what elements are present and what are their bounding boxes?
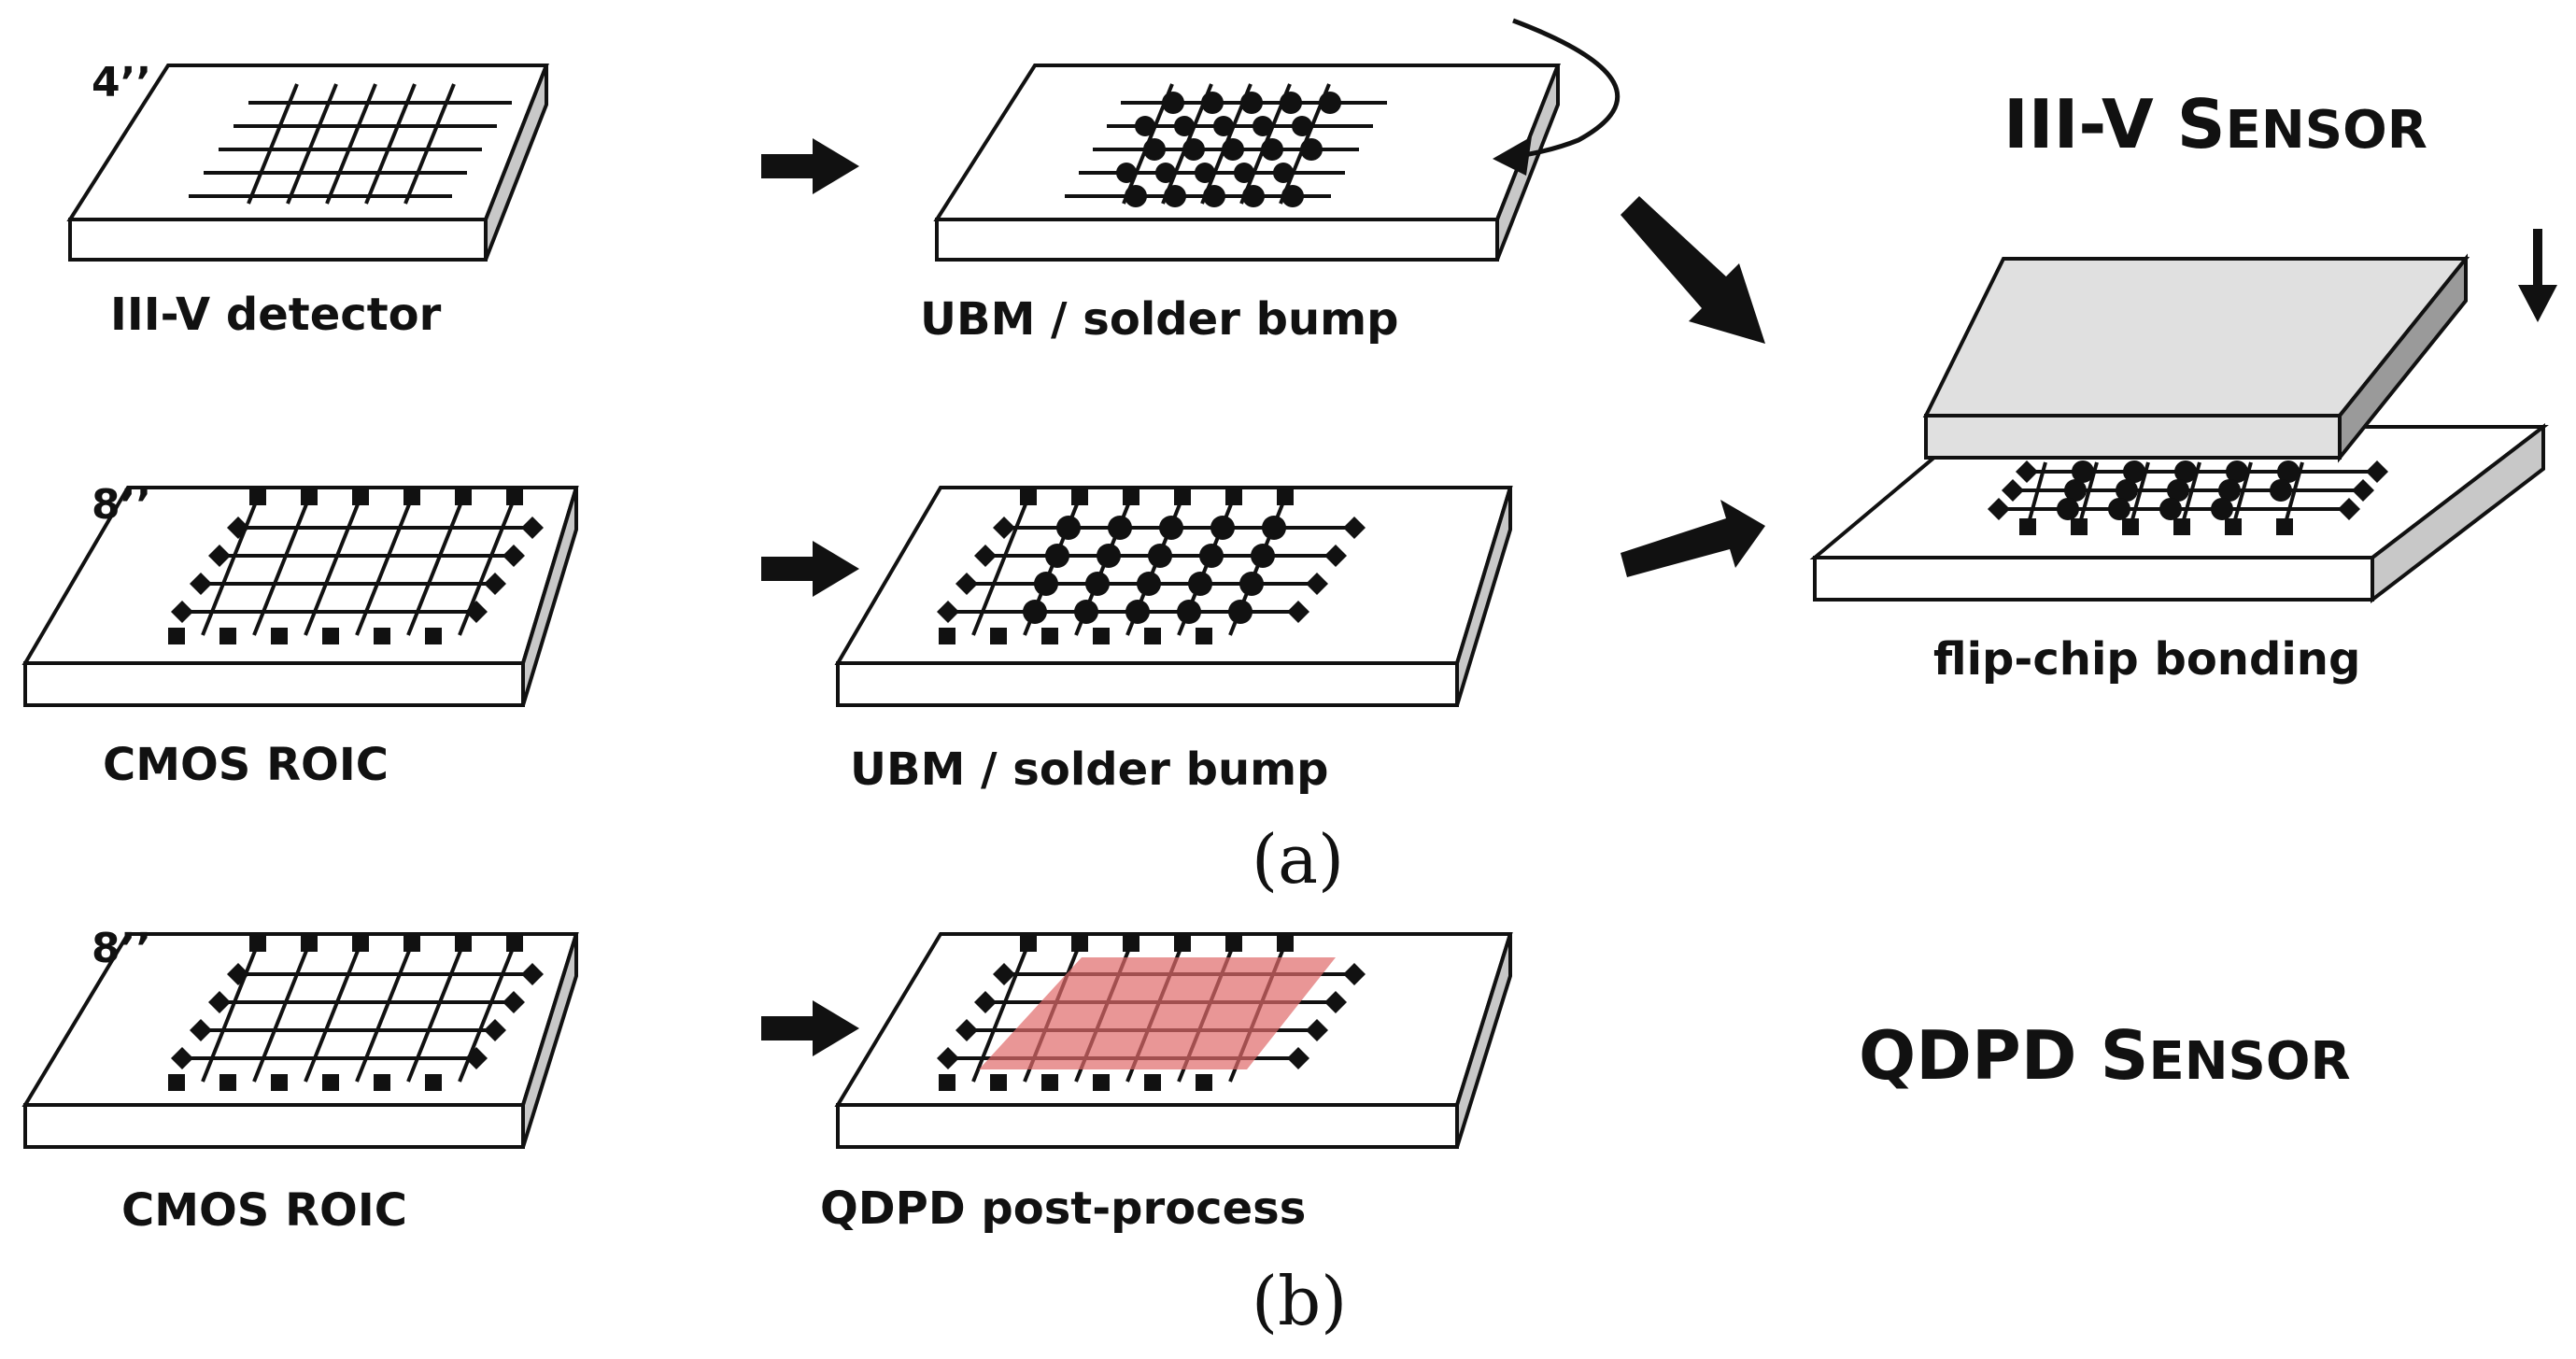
step-label: CMOS ROIC <box>121 1184 407 1237</box>
step-label: CMOS ROIC <box>103 739 389 791</box>
wafer-qdpd <box>834 932 1513 1149</box>
step-label: flip-chip bonding <box>1933 633 2360 686</box>
step-label: UBM / solder bump <box>920 293 1398 346</box>
title-qdpd-sensor: QDPD SENSOR <box>1859 1016 2351 1095</box>
wafer-grid <box>189 83 512 205</box>
qdpd-film <box>979 957 1336 1069</box>
title-rest: ENSOR <box>2148 1031 2350 1092</box>
title-iii-v-sensor: III-V SENSOR <box>2003 85 2427 163</box>
roic-pads <box>168 488 544 644</box>
wafer-size-label: 8’’ <box>92 481 151 529</box>
arrow-right-icon <box>761 1000 859 1056</box>
title-rest: ENSOR <box>2226 100 2427 161</box>
wafer-size-label: 8’’ <box>92 925 151 972</box>
solder-bumps <box>1116 92 1341 207</box>
chip-front <box>1924 414 2342 460</box>
wafer-front <box>836 1103 1459 1149</box>
roic-pads <box>1988 460 2388 535</box>
wafer-iii-v-bumped <box>933 64 1561 262</box>
roic-pads <box>937 488 1366 644</box>
wafer-front <box>836 661 1459 707</box>
wafer-cmos-roic <box>21 486 579 707</box>
wafer-cmos-roic-b <box>21 932 579 1149</box>
step-label: UBM / solder bump <box>850 743 1328 796</box>
part-label-a: (a) <box>1252 820 1344 899</box>
title-lead: III-V S <box>2003 85 2226 163</box>
solder-bumps <box>1023 516 1286 624</box>
step-label: QDPD post-process <box>820 1182 1306 1235</box>
arrow-right-icon <box>761 541 859 597</box>
wafer-front <box>68 218 488 262</box>
step-label: III-V detector <box>110 289 442 341</box>
roic-pads <box>168 935 544 1091</box>
roic-grid <box>182 499 532 636</box>
arrow-down-icon <box>2518 229 2557 322</box>
flip-arrowhead <box>1493 136 1532 176</box>
wafer-front <box>1813 556 2374 602</box>
wafer-front <box>935 218 1499 262</box>
solder-bumps <box>2057 460 2300 520</box>
flip-chip-assembly <box>1809 253 2549 604</box>
flip-arrow-icon <box>1512 18 1621 160</box>
arrow-down-right-icon <box>1621 196 1765 344</box>
wafer-front <box>23 661 525 707</box>
wafer-front <box>23 1103 525 1149</box>
wafer-size-label: 4’’ <box>92 59 151 106</box>
wafer-iii-v-detector <box>66 64 549 262</box>
arrow-right-icon <box>761 138 859 194</box>
roic-pads <box>937 935 1366 1091</box>
wafer-cmos-bumped <box>834 486 1513 707</box>
arrow-up-right-icon <box>1621 500 1765 577</box>
title-lead: QDPD S <box>1859 1016 2148 1095</box>
part-label-b: (b) <box>1252 1262 1347 1340</box>
